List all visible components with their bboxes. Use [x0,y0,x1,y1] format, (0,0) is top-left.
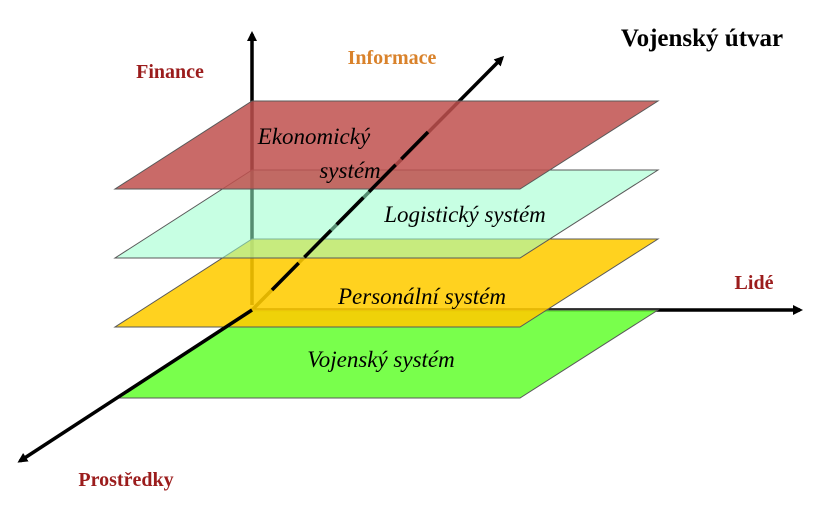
depth-axis-dashed-segment [270,128,432,292]
diagram-title: Vojenský útvar [621,25,783,52]
label-vojensky: Vojenský systém [307,347,455,372]
label-ekonomicky-line1: Ekonomický [257,124,371,149]
axis-label-prostredky: Prostředky [78,469,173,491]
axis-label-informace: Informace [348,47,437,69]
label-personalni: Personální systém [337,284,506,309]
label-logisticky: Logistický systém [383,202,546,227]
label-ekonomicky-line2: systém [319,158,380,183]
axis-label-lide: Lidé [735,272,774,294]
axis-label-finance: Finance [136,61,204,83]
plane-ekonomicky-system [113,100,660,190]
diagonal-axis-prostredky [17,308,253,463]
